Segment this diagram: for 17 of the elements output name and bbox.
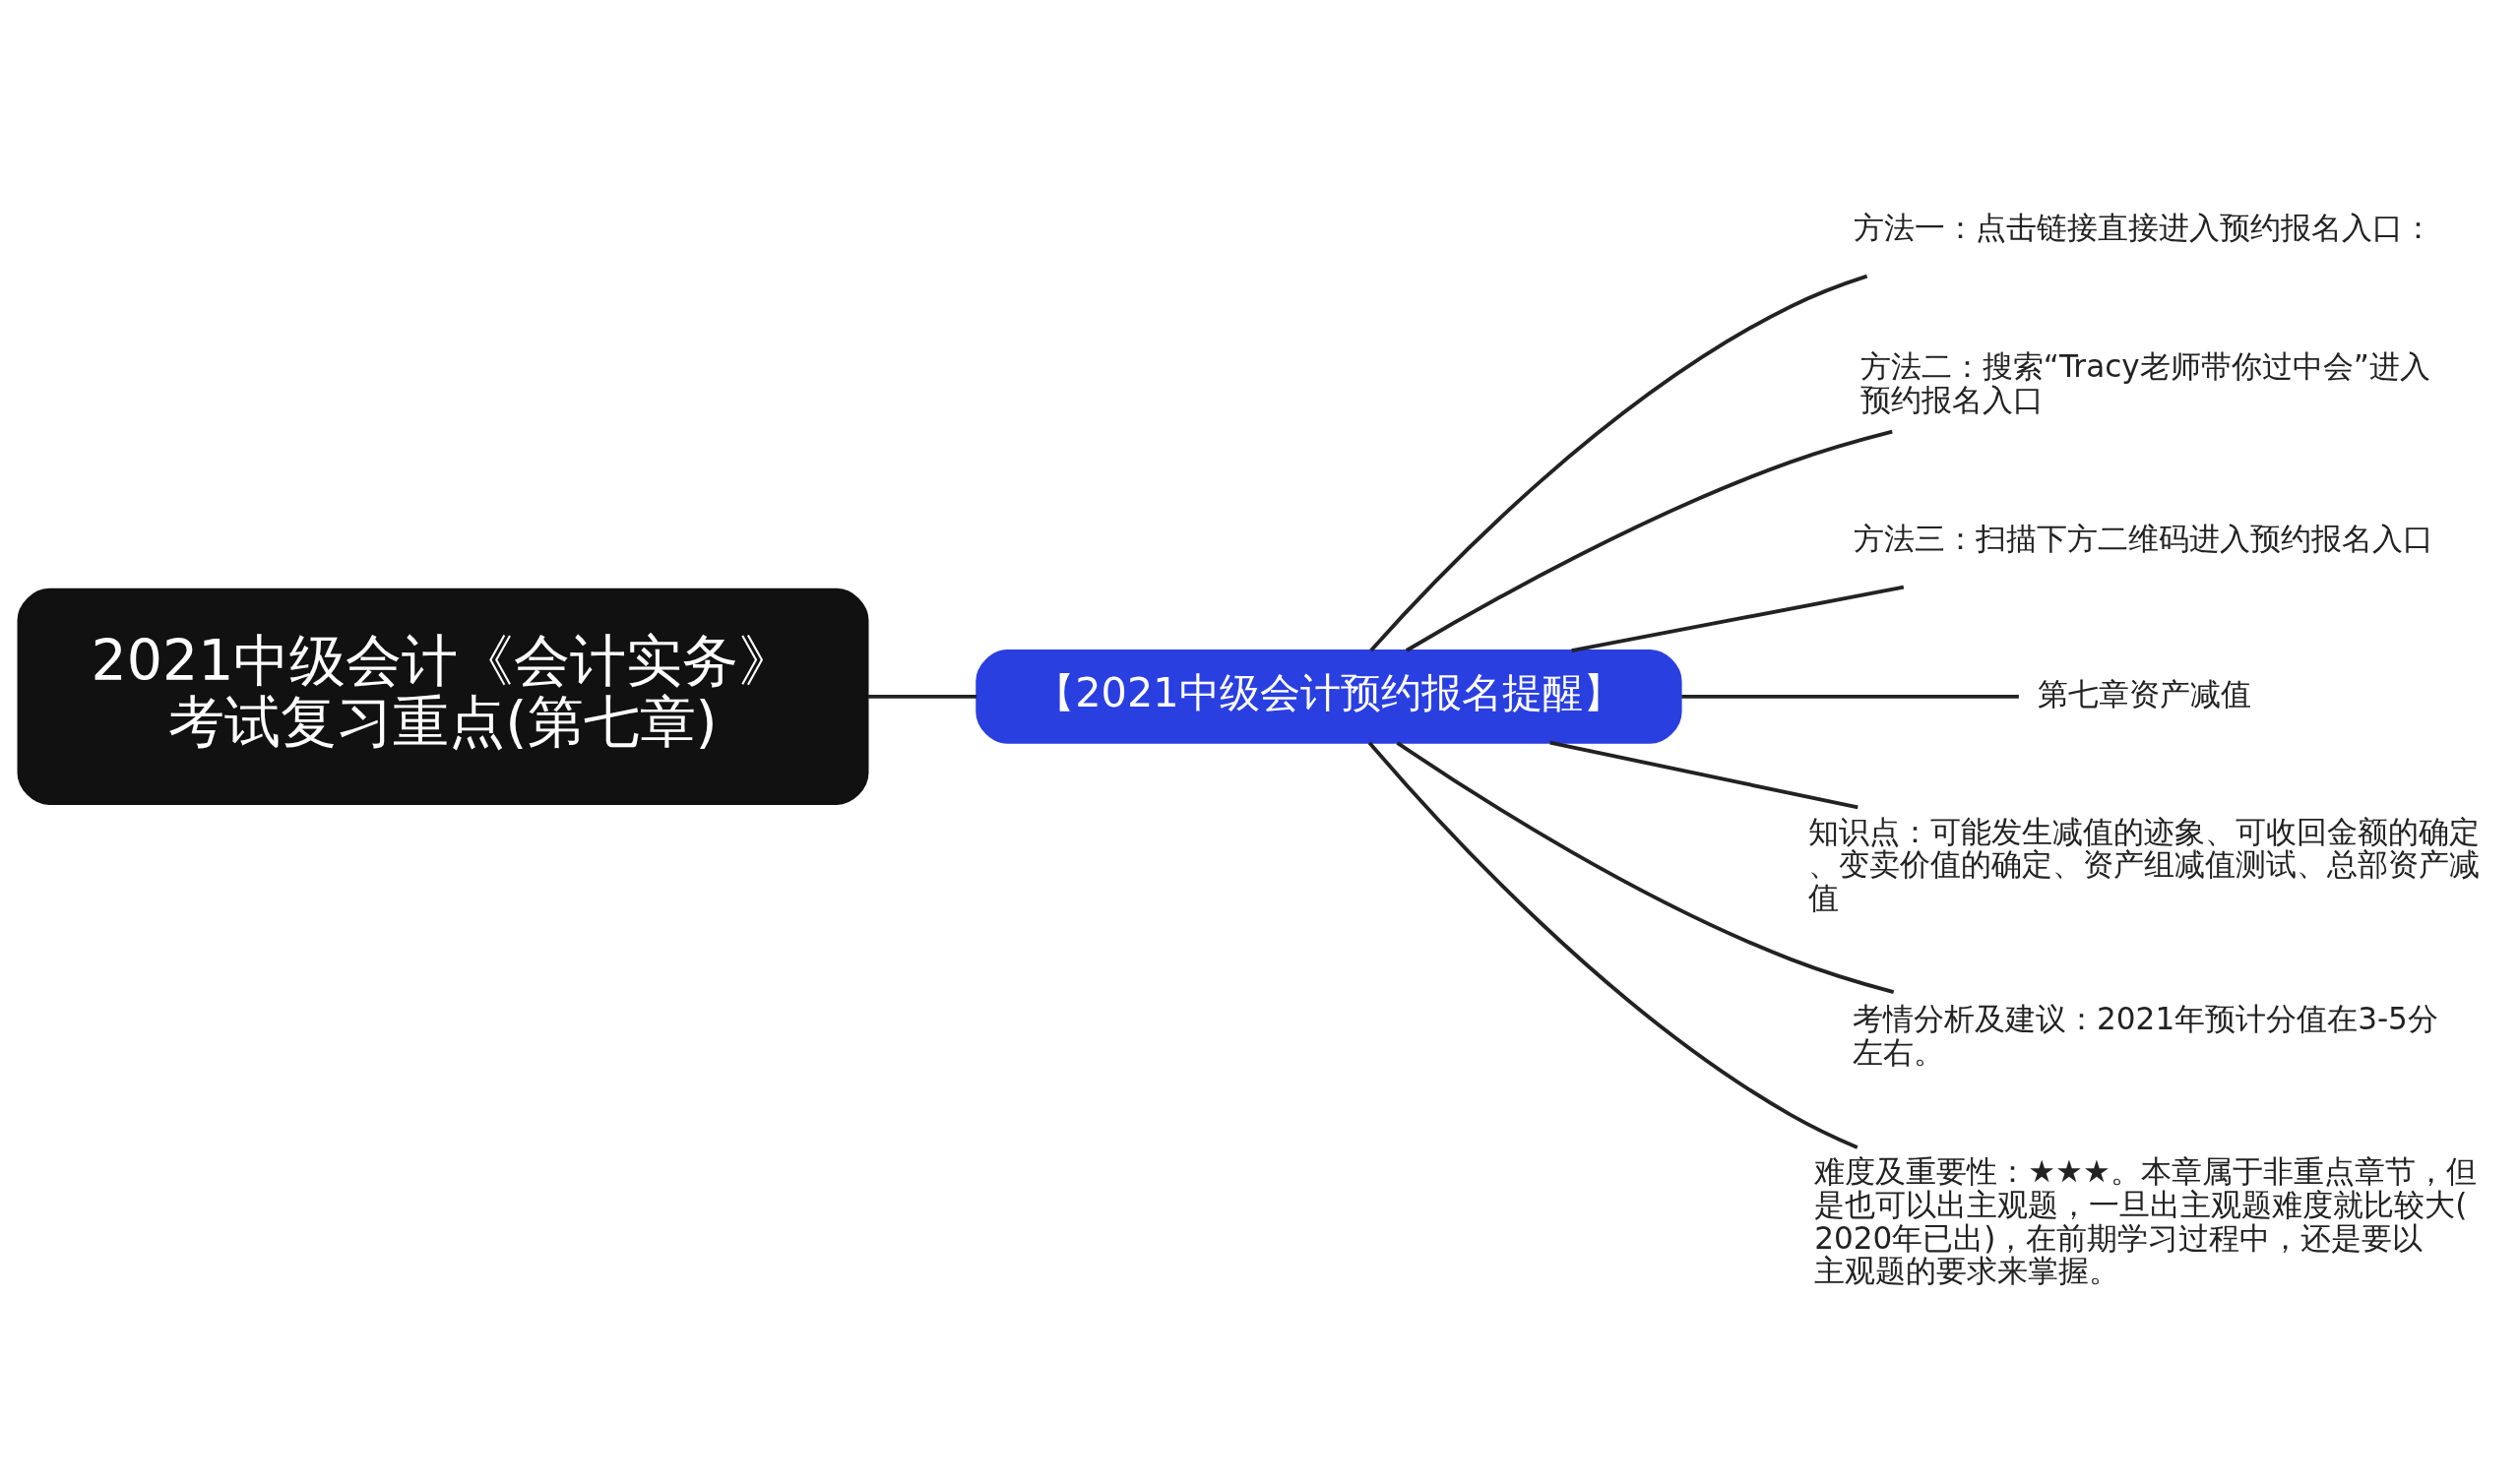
connector [1681, 694, 2019, 699]
node-text: 方法三：扫描下方二维码进入预约报名入口 [1854, 520, 2434, 556]
node-text: 方法二：搜索“Tracy老师带你过中会”进入预约报名入口 [1859, 347, 2430, 417]
connector [867, 694, 977, 699]
node-box: 【2021中级会计预约报名提醒】 [976, 649, 1682, 744]
connector [1549, 740, 1858, 809]
connector [1369, 274, 1868, 651]
connector [1405, 429, 1893, 652]
node-text: 考情分析及建议：2021年预计分值在3-5分左右。 [1853, 1000, 2438, 1070]
node-text: 难度及重要性：★★★。本章属于非重点章节，但是也可以出主观题，一旦出主观题难度就比较大(2020年已出)，在前期学习过程中，还是要以主观题的要求来掌握。 [1814, 1152, 2477, 1288]
connector [1367, 740, 1858, 1149]
node-box: 2021中级会计《会计实务》考试复习重点(第七章) [17, 587, 869, 805]
node-text: 方法一：点击链接直接进入预约报名入口： [1854, 209, 2434, 245]
node-text: 第七章资产减值 [2037, 675, 2251, 711]
connector [1571, 585, 1905, 652]
connector [1396, 740, 1895, 994]
node-text: 知识点：可能发生减值的迹象、可收回金额的确定、变卖价值的确定、资产组减值测试、总部资产减值 [1807, 813, 2480, 915]
